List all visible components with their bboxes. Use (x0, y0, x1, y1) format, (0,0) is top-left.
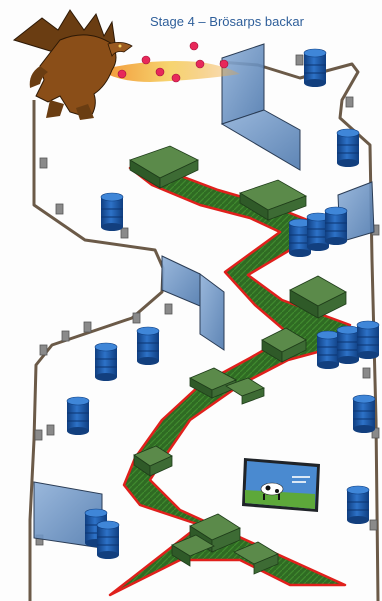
hay-bale-icon (172, 514, 278, 574)
oil-barrel-icon (317, 331, 339, 369)
oil-barrel-icon (325, 207, 347, 245)
oil-barrel-icon (95, 343, 117, 381)
oil-barrel-icon (97, 521, 119, 559)
oil-barrel-icon (357, 321, 379, 359)
oil-barrel-icon (337, 129, 359, 167)
oil-barrel-icon (101, 193, 123, 231)
oil-barrel-icon (304, 49, 326, 87)
oil-barrel-icon (347, 486, 369, 524)
cow-billboard-icon (242, 458, 320, 512)
oil-barrel-icon (337, 326, 359, 364)
glass-panel-icon (162, 256, 224, 350)
oil-barrel-icon (137, 327, 159, 365)
stage-title: Stage 4 – Brösarps backar (150, 14, 304, 29)
oil-barrel-icon (353, 395, 375, 433)
glass-panel-icon (222, 44, 300, 170)
oil-barrel-icon (67, 397, 89, 435)
